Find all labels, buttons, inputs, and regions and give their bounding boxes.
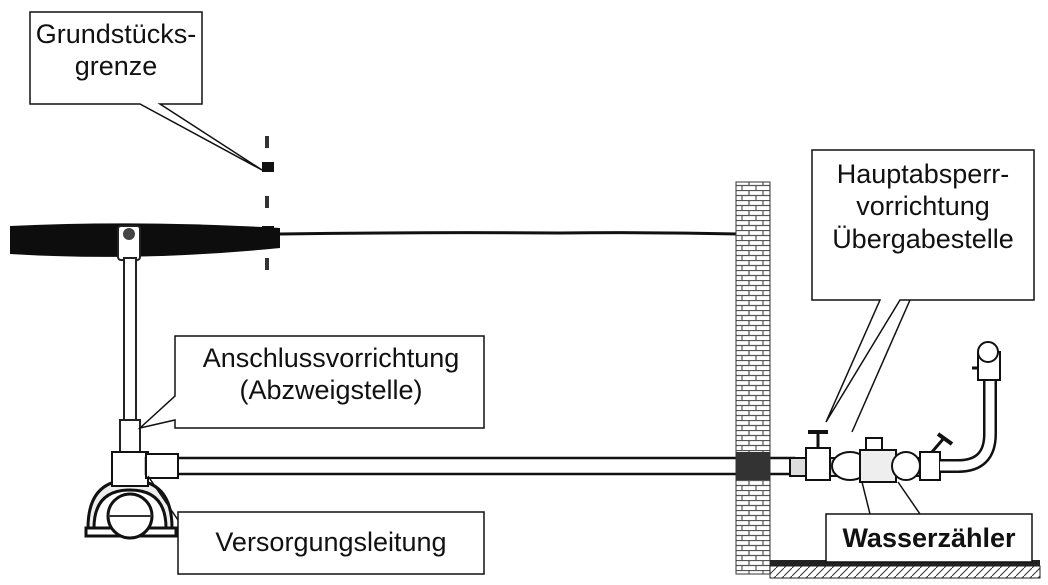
label-wasserzaehler: Wasserzähler — [826, 522, 1032, 554]
label-hauptabsperr-line3: Übergabestelle — [832, 223, 1014, 254]
label-wasserzaehler-text: Wasserzähler — [842, 523, 1016, 553]
property-boundary-line — [262, 136, 274, 270]
floor-slab — [769, 560, 1041, 579]
ground-line — [279, 231, 739, 236]
label-box-hauptabsperr — [811, 149, 1035, 433]
supply-main-pipe — [10, 223, 280, 261]
label-hauptabsperr: Hauptabsperr- vorrichtung Übergabestelle — [812, 158, 1034, 255]
label-box-wasserzaehler — [825, 481, 1033, 563]
riser-pipe — [119, 257, 141, 455]
label-grundstuecksgrenze-line1: Grundstücks- — [35, 19, 197, 49]
branch-fitting — [84, 451, 178, 540]
label-hauptabsperr-line2: vorrichtung — [856, 191, 990, 222]
outlet-valve — [919, 432, 954, 481]
tap-fitting — [972, 341, 1001, 381]
label-anschluss-line2: (Abzweigstelle) — [239, 375, 423, 406]
label-grundstuecksgrenze-line2: grenze — [74, 51, 158, 82]
label-grundstuecksgrenze: Grundstücks- grenze — [30, 18, 202, 83]
label-versorgung: Versorgungsleitung — [178, 526, 484, 558]
water-meter-body — [831, 437, 921, 483]
label-box-versorgung — [147, 475, 485, 575]
connection-pipe — [144, 453, 796, 479]
main-shutoff-valve — [805, 430, 831, 481]
label-anschluss-line1: Anschlussvorrichtung — [202, 343, 460, 373]
building-wall — [735, 181, 771, 575]
label-box-grundstuecksgrenze — [29, 11, 263, 171]
label-hauptabsperr-line1: Hauptabsperr- — [836, 159, 1010, 189]
water-meter-assembly — [789, 341, 1001, 483]
label-anschluss: Anschlussvorrichtung (Abzweigstelle) — [178, 342, 484, 407]
label-box-anschluss — [137, 335, 485, 430]
label-versorgung-text: Versorgungsleitung — [215, 527, 447, 557]
